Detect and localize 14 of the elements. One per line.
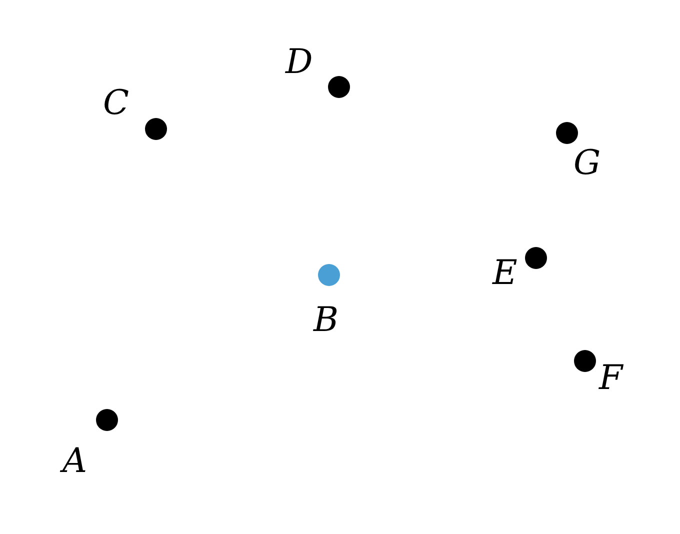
point-dot [318,264,340,286]
point-dot [574,350,596,372]
point-label: F [599,359,623,397]
point-label: C [103,84,130,122]
point-label: D [286,43,313,81]
point-dot [96,409,118,431]
point-label: G [574,144,601,182]
point-label: B [314,301,338,339]
point-dot [525,247,547,269]
point-label: A [62,442,88,480]
point-dot [556,122,578,144]
point-dot [328,76,350,98]
point-label: E [492,254,518,292]
point-dot [145,118,167,140]
